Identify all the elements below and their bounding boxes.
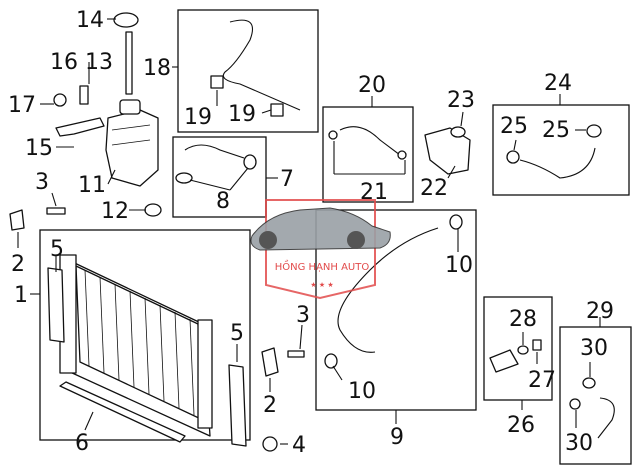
callout-22: 22 xyxy=(420,176,448,201)
radiator xyxy=(59,254,213,437)
lower-seal xyxy=(59,381,186,443)
callout-28: 28 xyxy=(509,307,537,332)
water-outlet-22 xyxy=(424,127,471,175)
callout-8: 8 xyxy=(216,189,230,214)
callout-27: 27 xyxy=(528,368,556,393)
hose-7-box xyxy=(172,136,267,218)
callout-6: 6 xyxy=(75,431,89,456)
callout-1: 1 xyxy=(14,283,28,308)
watermark-shield xyxy=(265,199,376,300)
nut-4 xyxy=(262,436,278,452)
callout-18: 18 xyxy=(143,56,171,81)
bracket-2 xyxy=(261,347,279,377)
callout-26: 26 xyxy=(507,413,535,438)
bolt-3-lower xyxy=(287,350,305,358)
reservoir-bracket xyxy=(55,117,105,137)
nut-17 xyxy=(53,93,67,107)
callout-21: 21 xyxy=(360,180,388,205)
callout-3-upper: 3 xyxy=(35,170,49,195)
callout-30-lower: 30 xyxy=(565,431,593,456)
callout-5-right: 5 xyxy=(230,321,244,346)
callout-29: 29 xyxy=(586,299,614,324)
level-gauge xyxy=(125,31,133,95)
callout-2-lower: 2 xyxy=(263,393,277,418)
watermark-wheel-front xyxy=(259,231,277,249)
callout-14: 14 xyxy=(76,8,104,33)
seal-28 xyxy=(517,345,529,355)
hose-29 xyxy=(597,397,615,439)
leader-lines xyxy=(17,18,601,445)
callout-5-left: 5 xyxy=(50,237,64,262)
sensor-26-box xyxy=(483,296,553,401)
mount-12 xyxy=(144,203,162,217)
callout-3-lower: 3 xyxy=(296,303,310,328)
clamp-10-bottom xyxy=(324,353,338,369)
watermark: HỒNG HẠNH AUTO ★ ★ ★ xyxy=(250,199,391,300)
callout-25-right: 25 xyxy=(542,118,570,143)
callout-10-bottom: 10 xyxy=(348,379,376,404)
bolt-16 xyxy=(79,85,89,105)
callout-15: 15 xyxy=(25,136,53,161)
callout-7: 7 xyxy=(280,167,294,192)
hose-7 xyxy=(184,144,245,159)
callout-2-left: 2 xyxy=(11,252,25,277)
hose-21 xyxy=(339,126,401,156)
clamp-25-left xyxy=(506,150,520,164)
callout-19-left: 19 xyxy=(184,105,212,130)
callout-13: 13 xyxy=(85,50,113,75)
callout-23: 23 xyxy=(447,88,475,113)
watermark-text: HỒNG HẠNH AUTO xyxy=(275,259,370,273)
clip-19-right xyxy=(270,103,284,117)
callout-10-top: 10 xyxy=(445,253,473,278)
callout-24: 24 xyxy=(544,71,572,96)
callout-19-right: 19 xyxy=(228,102,256,127)
clamp-10-top xyxy=(449,214,463,230)
bolt-27 xyxy=(532,339,542,351)
callout-labels: 14 16 13 18 17 15 3 11 12 2 1 5 5 6 4 2 … xyxy=(8,8,614,458)
callout-4: 4 xyxy=(292,433,306,458)
bolt-3 xyxy=(46,207,66,215)
clamp-21-right xyxy=(397,150,407,160)
clip-19-left xyxy=(210,75,224,89)
reservoir-cap xyxy=(113,12,139,28)
callout-25-left: 25 xyxy=(500,114,528,139)
overflow-hose-box xyxy=(177,9,319,133)
callout-16: 16 xyxy=(50,50,78,75)
watermark-wheel-rear xyxy=(347,231,365,249)
overflow-hose-18 xyxy=(222,19,301,111)
hose-29-box xyxy=(559,326,632,465)
side-seal-right xyxy=(228,364,247,447)
sensor-26 xyxy=(489,349,519,373)
callout-17: 17 xyxy=(8,93,36,118)
coolant-reservoir xyxy=(105,99,159,187)
radiator-group-box xyxy=(39,229,251,441)
clip-2 xyxy=(9,209,25,231)
callout-12: 12 xyxy=(101,199,129,224)
seal-23 xyxy=(450,126,466,138)
clamp-30-top xyxy=(582,377,596,389)
callout-11: 11 xyxy=(78,173,106,198)
callout-30-upper: 30 xyxy=(580,336,608,361)
clamp-8-right xyxy=(243,154,257,170)
clamp-8-left xyxy=(175,172,193,184)
clamp-21-left xyxy=(328,130,338,140)
hose-24-box xyxy=(492,104,630,196)
hose-21-box xyxy=(322,106,414,203)
side-seal-left xyxy=(47,267,65,343)
callout-20: 20 xyxy=(358,73,386,98)
clamp-30-bottom xyxy=(569,398,581,410)
callout-9: 9 xyxy=(390,425,404,450)
watermark-stars: ★ ★ ★ xyxy=(310,281,333,289)
clamp-25-right xyxy=(586,124,602,138)
